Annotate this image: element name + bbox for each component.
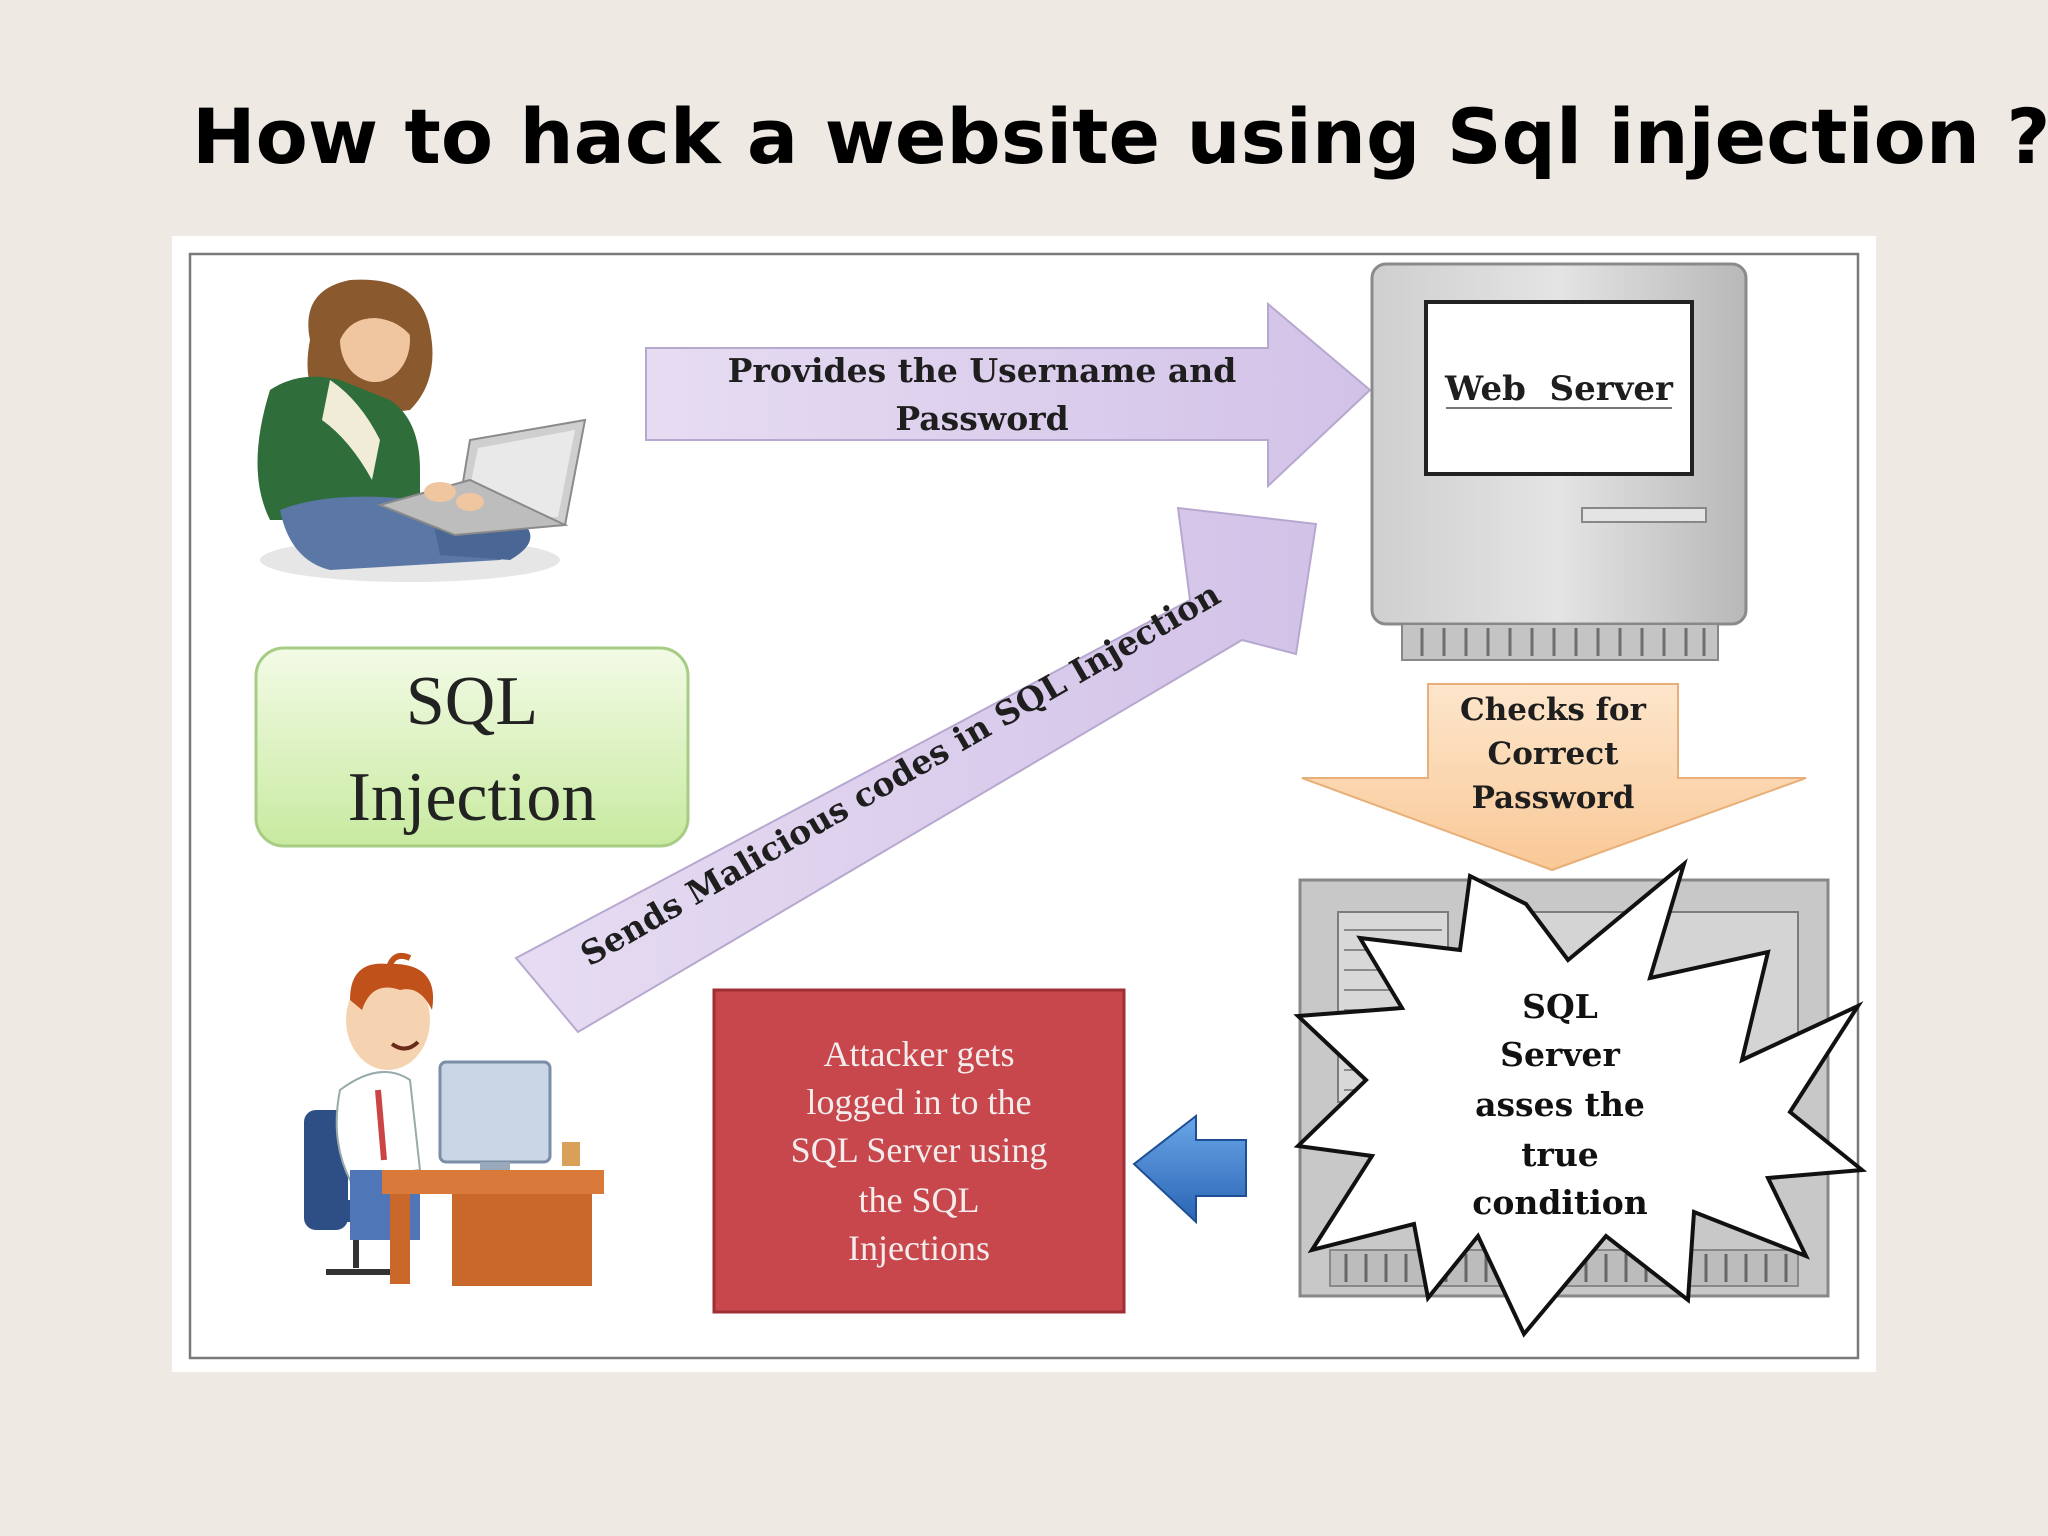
web-server-computer: Web Server	[1370, 262, 1748, 661]
diagram-frame	[188, 252, 1860, 1360]
attacker-at-desk-illustration	[304, 952, 604, 1286]
attacker-box-line4: the SQL	[859, 1180, 980, 1220]
attacker-logged-in-box: Attacker gets logged in to the SQL Serve…	[712, 988, 1126, 1314]
starburst-line1: SQL	[1522, 987, 1598, 1026]
provides-credentials-line1: Provides the Username and	[728, 351, 1237, 390]
checks-password-arrow: Checks for Correct Password	[1301, 683, 1807, 872]
attacker-box-line2: logged in to the	[807, 1082, 1032, 1122]
web-server-label: Web Server	[1444, 369, 1674, 409]
provides-credentials-line2: Password	[895, 399, 1068, 438]
starburst-line2: Server	[1500, 1035, 1620, 1074]
attacker-box-line5: Injections	[848, 1228, 990, 1268]
woman-with-laptop-illustration	[257, 279, 587, 582]
sql-injection-box: SQL Injection	[254, 646, 690, 848]
starburst-line4: true	[1521, 1135, 1599, 1174]
back-arrow	[1132, 1113, 1247, 1225]
starburst-line3: asses the	[1475, 1085, 1645, 1124]
sql-injection-line2: Injection	[348, 759, 597, 836]
checks-password-line3: Password	[1472, 780, 1635, 816]
starburst-line5: condition	[1472, 1183, 1648, 1222]
attacker-box-line3: SQL Server using	[791, 1130, 1048, 1170]
checks-password-line1: Checks for	[1460, 692, 1647, 728]
sql-injection-line1: SQL	[406, 663, 538, 740]
provides-credentials-arrow: Provides the Username and Password	[645, 301, 1372, 489]
slide-title: How to hack a website using Sql injectio…	[192, 92, 2048, 181]
sql-server-starburst: SQL Server asses the true condition	[1293, 858, 1868, 1338]
checks-password-line2: Correct	[1488, 736, 1620, 772]
attacker-box-line1: Attacker gets	[824, 1034, 1015, 1074]
